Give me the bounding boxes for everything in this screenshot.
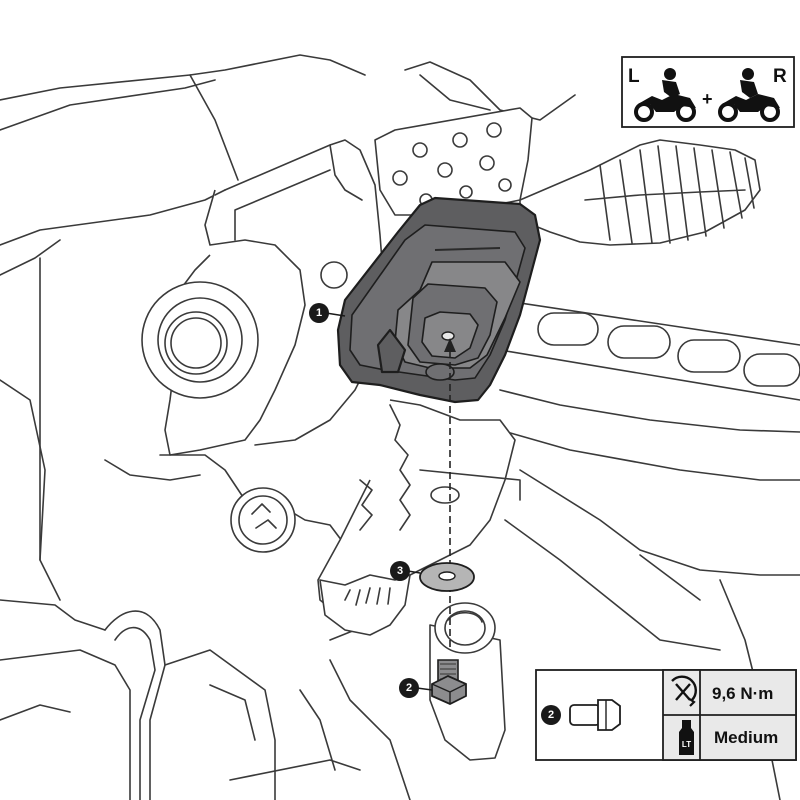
- callout-part-1: 1: [309, 303, 346, 323]
- callout-part-3: 3: [390, 561, 421, 581]
- assembly-axis-dashed-line: [444, 338, 456, 650]
- side-indicator-badge: L R +: [621, 56, 795, 128]
- callout-part-1-label: 1: [316, 307, 322, 319]
- motorcycle-frame-lineart: [0, 54, 800, 800]
- washer-part-3: [419, 562, 475, 592]
- motorcycle-rider-icon: [634, 68, 696, 122]
- shift-lever-lineart: [519, 139, 761, 246]
- torque-wrench-icon: [671, 675, 697, 707]
- drive-chain: [499, 299, 800, 401]
- mounting-boss: [429, 602, 506, 761]
- passenger-footpeg-bracket: [374, 107, 533, 216]
- torque-spec-box: 2 9,6 N·m LT Medium: [535, 669, 797, 761]
- adapter-plate-part-1: [336, 196, 542, 404]
- callout-part-2-label: 2: [406, 682, 412, 694]
- threadlock-bottle-label: LT: [682, 740, 691, 749]
- left-side-label: L: [628, 66, 640, 87]
- threadlock-bottle-icon: LT: [679, 720, 694, 755]
- callout-part-2: 2: [399, 678, 433, 698]
- spec-part-number-badge: 2: [541, 705, 561, 725]
- bolt-icon: [569, 699, 621, 731]
- threadlock-strength: Medium: [714, 728, 778, 747]
- spec-part-number: 2: [548, 709, 554, 721]
- rider-footpeg-lineart: [317, 399, 521, 641]
- right-side-label: R: [773, 66, 787, 87]
- bolt-part-2: [431, 659, 467, 705]
- callout-part-3-label: 3: [397, 565, 403, 577]
- motorcycle-rider-icon: [718, 68, 780, 122]
- plus-sign: +: [702, 89, 713, 109]
- torque-value: 9,6 N·m: [712, 684, 773, 703]
